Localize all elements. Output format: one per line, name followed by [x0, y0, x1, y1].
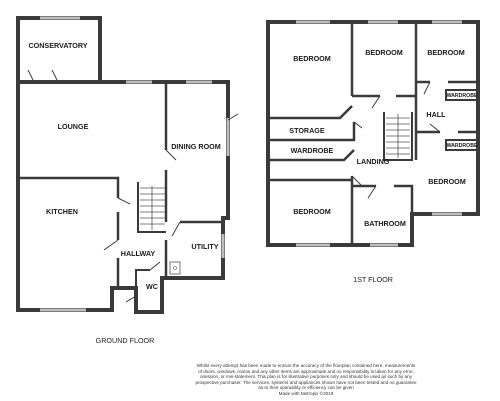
ground-floor-caption: GROUND FLOOR	[96, 336, 155, 345]
bedroom1-bottom-wall	[268, 105, 353, 120]
first-floor-plan	[266, 20, 480, 247]
first-floor-stairs	[386, 114, 410, 158]
utility-sink	[169, 261, 181, 275]
storage-wall	[268, 122, 356, 142]
lounge-label: LOUNGE	[58, 122, 89, 131]
bedroom-4-label: BEDROOM	[293, 207, 331, 216]
ground-floor-outer-wall	[16, 80, 230, 314]
disclaimer-line: Whilst every attempt has been made to en…	[196, 363, 416, 368]
hall-walls	[445, 89, 479, 151]
disclaimer-line: as to their operability or efficiency ca…	[258, 385, 354, 391]
storage-label: STORAGE	[289, 126, 325, 135]
wardrobe-wall	[268, 149, 355, 162]
ground-floor-stairs	[140, 186, 165, 230]
conservatory-label: CONSERVATORY	[28, 41, 87, 50]
wardrobe-3-label: WARDROBE	[447, 93, 478, 99]
lounge-kitchen-wall	[18, 176, 120, 198]
ground-floor-plan	[16, 16, 230, 314]
bedroom-2-label: BEDROOM	[365, 48, 403, 57]
hall-label: HALL	[426, 110, 446, 119]
ground-stair-wall	[137, 182, 166, 233]
bathroom-top-wall	[352, 184, 414, 214]
wc-walls	[135, 269, 150, 288]
ground-floor-windows	[40, 16, 230, 312]
utility-walls	[164, 220, 223, 278]
first-stair-wall	[383, 112, 413, 161]
wc-label: WC	[146, 282, 158, 291]
disclaimer-text: Whilst every attempt has been made to en…	[180, 363, 432, 397]
dining-room-label: DINING ROOM	[171, 142, 221, 151]
wardrobe-2-label: WARDROBE	[447, 143, 478, 149]
disclaimer-line: omission, or mis-statement. This plan is…	[199, 374, 413, 380]
wardrobe-1-label: WARDROBE	[291, 146, 334, 155]
landing-label: LANDING	[357, 157, 390, 166]
bedroom-5-label: BEDROOM	[428, 177, 466, 186]
ground-floor-doors	[27, 69, 239, 303]
first-floor-labels: BEDROOM BEDROOM BEDROOM WARDROBE HALL WA…	[289, 48, 478, 284]
ground-floor-labels: CONSERVATORY LOUNGE DINING ROOM KITCHEN …	[28, 41, 220, 345]
kitchen-label: KITCHEN	[46, 207, 78, 216]
utility-label: UTILITY	[191, 242, 218, 251]
disclaimer-line: prospective purchaser. The services, sys…	[195, 379, 417, 385]
first-floor-doors	[339, 81, 441, 199]
conservatory-walls	[16, 16, 102, 82]
utility-drain	[173, 266, 177, 270]
disclaimer-line: Made with Metropix ©2019	[278, 390, 334, 396]
bathroom-label: BATHROOM	[364, 219, 406, 228]
first-floor-caption: 1ST FLOOR	[353, 275, 393, 284]
bedroom-3-label: BEDROOM	[427, 48, 465, 57]
disclaimer-line: of doors, windows, rooms and any other i…	[198, 368, 414, 374]
bedroom-1-label: BEDROOM	[293, 54, 331, 63]
first-floor-windows	[296, 20, 462, 247]
hallway-label: HALLWAY	[121, 249, 156, 258]
